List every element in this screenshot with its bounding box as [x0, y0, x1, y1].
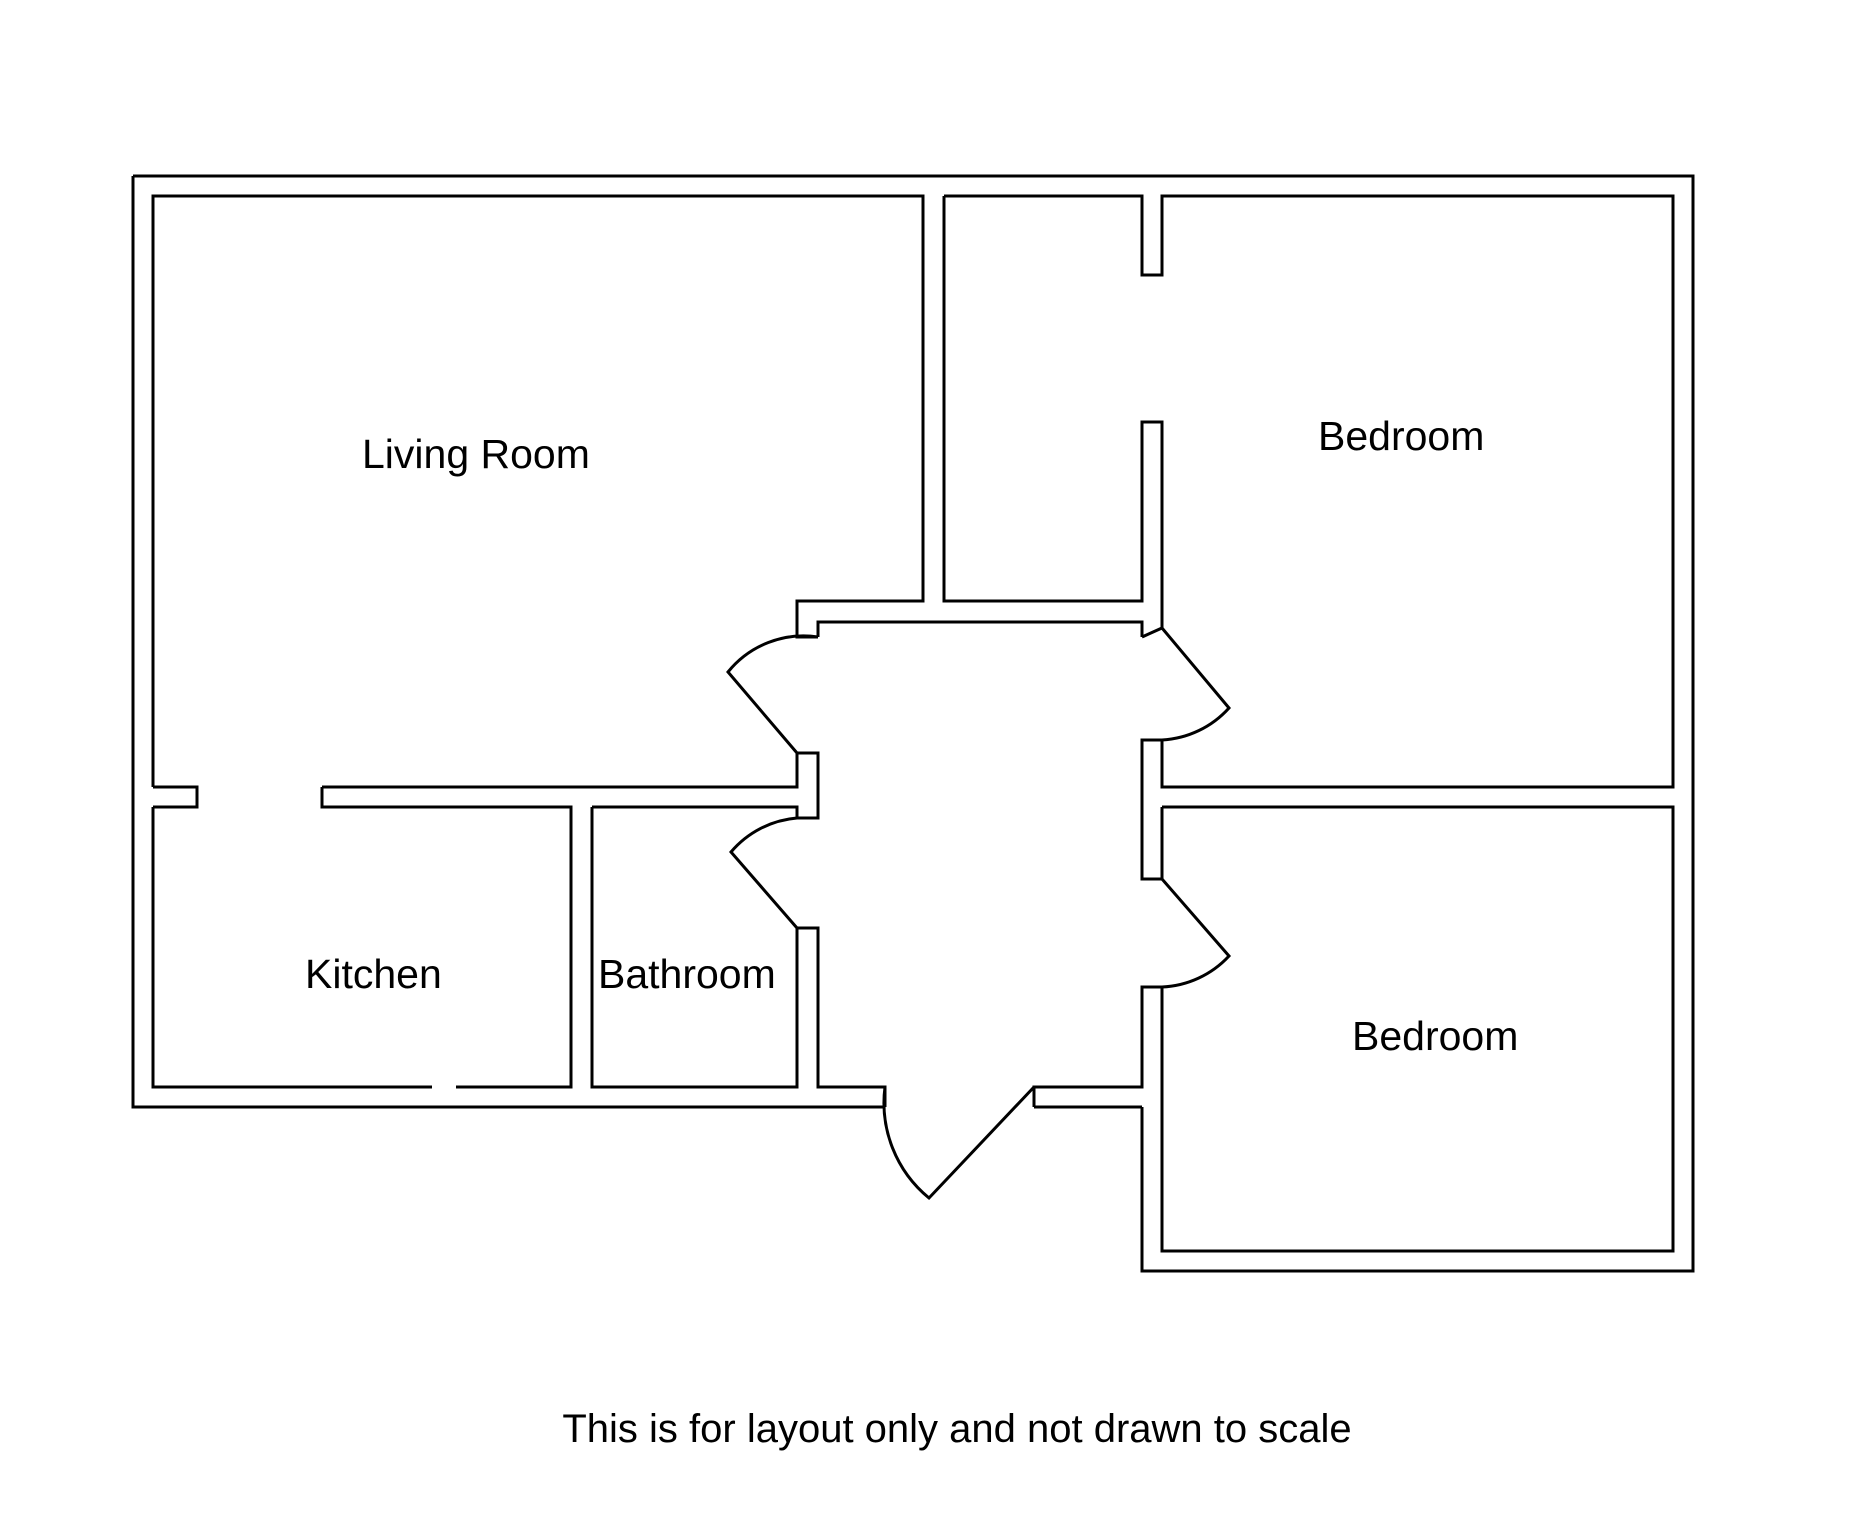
bathroom-label: Bathroom	[598, 951, 776, 997]
scale-disclaimer: This is for layout only and not drawn to…	[562, 1407, 1351, 1451]
lower-bedroom-label: Bedroom	[1352, 1013, 1518, 1059]
upper-bedroom-label: Bedroom	[1318, 413, 1484, 459]
living-room-walls	[151, 194, 925, 820]
outer-wall	[131, 174, 1695, 1273]
door-swings	[726, 626, 1232, 1201]
living-room-door	[726, 634, 819, 755]
upper-bedroom-walls	[816, 194, 1675, 1253]
bathroom-door	[729, 816, 799, 929]
upper-bedroom-door	[1141, 626, 1231, 742]
living-room-label: Living Room	[362, 431, 590, 477]
entrance-door	[882, 1085, 1036, 1201]
lower-bedroom-door	[1160, 878, 1232, 989]
kitchen-label: Kitchen	[305, 951, 442, 997]
kitchen-bathroom-walls	[151, 787, 887, 1107]
